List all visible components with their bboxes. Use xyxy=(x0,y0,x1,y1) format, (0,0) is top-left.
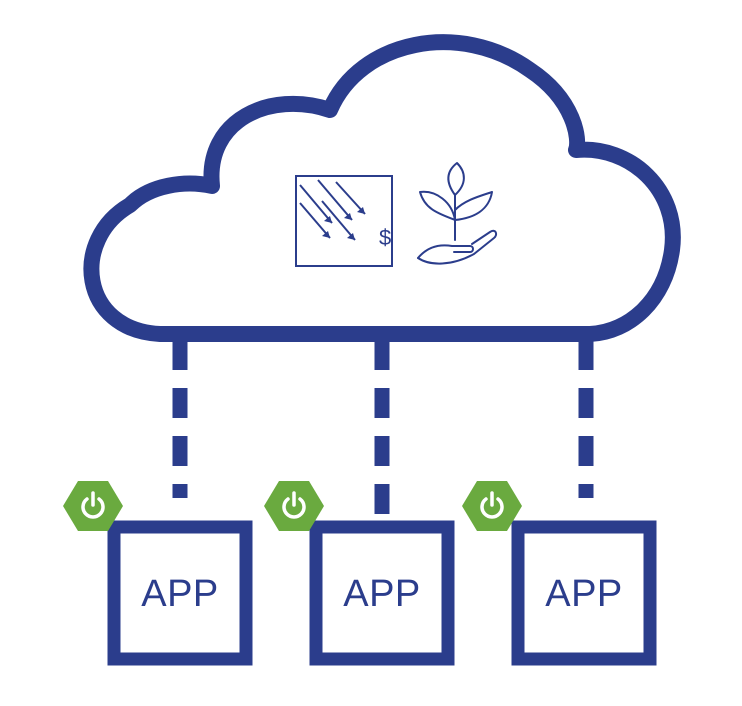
app-label: APP xyxy=(545,573,623,615)
power-icon xyxy=(480,491,504,519)
power-icon xyxy=(81,491,105,519)
power-icon xyxy=(282,491,306,519)
plant-in-hand-icon xyxy=(417,162,498,265)
dollar-icon: $ xyxy=(379,225,391,250)
app-box-3: APP xyxy=(511,520,657,666)
app-box-2: APP xyxy=(309,520,455,666)
app-label: APP xyxy=(343,573,421,615)
spring-badge-2 xyxy=(264,481,324,531)
solar-panel-icon xyxy=(295,175,393,267)
spring-badge-1 xyxy=(63,481,123,531)
app-label: APP xyxy=(141,573,219,615)
solar-arrowheads xyxy=(322,207,365,240)
spring-badge-3 xyxy=(462,481,522,531)
app-box-1: APP xyxy=(107,520,253,666)
cloud-shape xyxy=(83,34,681,342)
